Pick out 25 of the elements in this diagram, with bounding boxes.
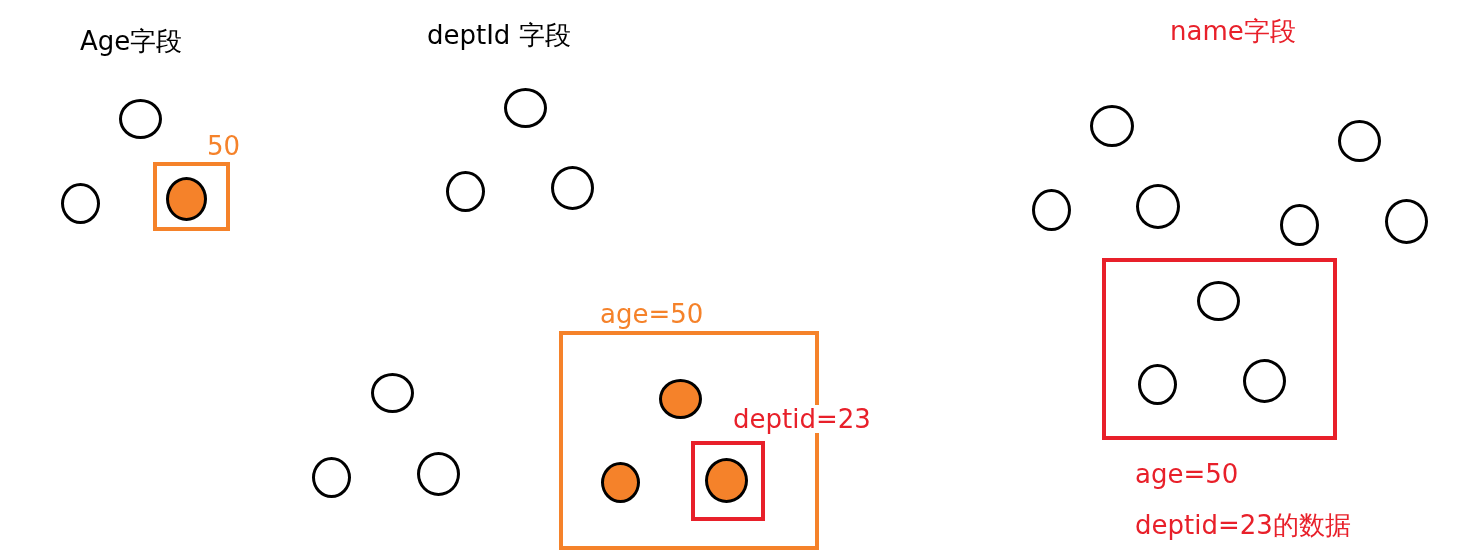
circle [1280, 204, 1319, 246]
circle [61, 183, 100, 224]
highlighted-circle [601, 462, 640, 503]
highlighted-circle [659, 379, 702, 419]
circle [1385, 199, 1428, 244]
circle [119, 99, 162, 139]
circle [551, 166, 594, 210]
field-title: deptId 字段 [427, 22, 571, 48]
circle [1032, 189, 1071, 231]
circle [417, 452, 460, 496]
circle [1136, 184, 1180, 229]
circle [504, 88, 547, 128]
highlighted-circle [705, 458, 748, 503]
frame-caption: deptid=23的数据 [1133, 511, 1353, 539]
circle [312, 457, 351, 498]
circle [1338, 120, 1381, 162]
highlighted-circle [166, 177, 207, 221]
circle [1138, 364, 1177, 405]
field-title: Age字段 [80, 28, 183, 54]
circle [371, 373, 414, 413]
circle [1197, 281, 1240, 321]
field-title: name字段 [1170, 18, 1296, 44]
circle [1090, 105, 1134, 147]
circle [446, 171, 485, 212]
circle [1243, 359, 1286, 403]
